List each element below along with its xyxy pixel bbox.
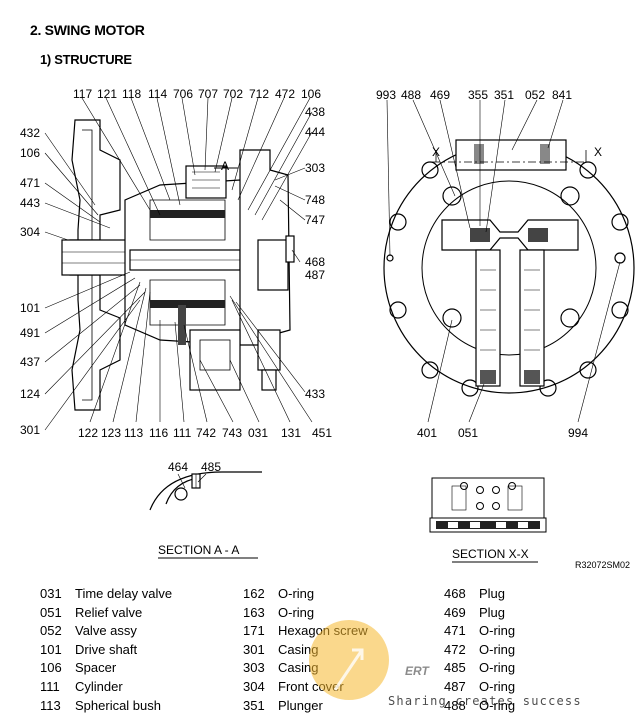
- left-side-labels: 432 106 471 443 304 101 491 437 124 301: [20, 126, 40, 437]
- label-748: 748: [305, 193, 325, 207]
- label-123: 123: [101, 426, 121, 440]
- left-bottom-labels: 122 123 113 116 111 742 743 031 131: [78, 426, 301, 440]
- left-cross-section: [61, 119, 295, 411]
- section-x-x-drawing: [429, 477, 547, 563]
- label-355: 355: [468, 88, 488, 102]
- left-top-labels: 117 121 118 114 706 707 702 712 472 106: [73, 87, 321, 101]
- label-116: 116: [149, 426, 168, 440]
- section-a-a-caption: SECTION A - A: [158, 543, 239, 557]
- section-a-letter: A: [221, 159, 229, 173]
- label-131: 131: [281, 426, 301, 440]
- label-706: 706: [173, 87, 193, 101]
- label-444: 444: [305, 125, 325, 139]
- label-712: 712: [249, 87, 269, 101]
- label-106-top: 106: [301, 87, 321, 101]
- label-468: 468: [305, 255, 325, 269]
- right-end-view: [383, 139, 635, 397]
- label-111: 111: [173, 426, 192, 440]
- label-747: 747: [305, 213, 325, 227]
- label-488: 488: [401, 88, 421, 102]
- label-301: 301: [20, 423, 40, 437]
- label-993: 993: [376, 88, 396, 102]
- label-487: 487: [305, 268, 325, 282]
- left-leader-lines: [44, 97, 313, 431]
- label-118: 118: [122, 87, 141, 101]
- right-bottom-labels: 401 051 994: [417, 426, 588, 440]
- label-106: 106: [20, 146, 40, 160]
- label-401: 401: [417, 426, 437, 440]
- label-451: 451: [312, 426, 332, 440]
- label-491: 491: [20, 326, 40, 340]
- label-114: 114: [148, 87, 167, 101]
- drawing-reference-code: R32072SM02: [575, 560, 631, 570]
- section-x-letter-right: X: [594, 145, 602, 159]
- label-438: 438: [305, 105, 325, 119]
- label-841: 841: [552, 88, 572, 102]
- section-a-a-drawing: [149, 471, 262, 559]
- label-743: 743: [222, 426, 242, 440]
- label-303: 303: [305, 161, 325, 175]
- right-leader-lines: [386, 99, 621, 423]
- label-485: 485: [201, 460, 221, 474]
- label-443: 443: [20, 196, 40, 210]
- label-702: 702: [223, 87, 243, 101]
- label-437: 437: [20, 355, 40, 369]
- label-122: 122: [78, 426, 98, 440]
- label-742: 742: [196, 426, 216, 440]
- section-heading: 2. SWING MOTOR: [30, 22, 145, 38]
- label-304: 304: [20, 225, 40, 239]
- label-432: 432: [20, 126, 40, 140]
- section-x-x-caption: SECTION X-X: [452, 547, 529, 561]
- label-124: 124: [20, 387, 40, 401]
- label-433: 433: [305, 387, 325, 401]
- label-464: 464: [168, 460, 188, 474]
- label-469: 469: [430, 88, 450, 102]
- label-101: 101: [20, 301, 40, 315]
- label-351: 351: [494, 88, 514, 102]
- subsection-heading: 1) STRUCTURE: [40, 52, 132, 67]
- right-top-labels: 993 488 469 355 351 052 841: [376, 88, 572, 102]
- label-117: 117: [73, 87, 92, 101]
- left-right-labels: 438 444 303 748 747 468 487 433 451: [305, 105, 332, 440]
- label-471: 471: [20, 176, 40, 190]
- label-051: 051: [458, 426, 478, 440]
- label-994: 994: [568, 426, 588, 440]
- label-031: 031: [248, 426, 268, 440]
- label-121: 121: [97, 87, 117, 101]
- label-707: 707: [198, 87, 218, 101]
- label-472: 472: [275, 87, 295, 101]
- label-052: 052: [525, 88, 545, 102]
- label-113: 113: [124, 426, 143, 440]
